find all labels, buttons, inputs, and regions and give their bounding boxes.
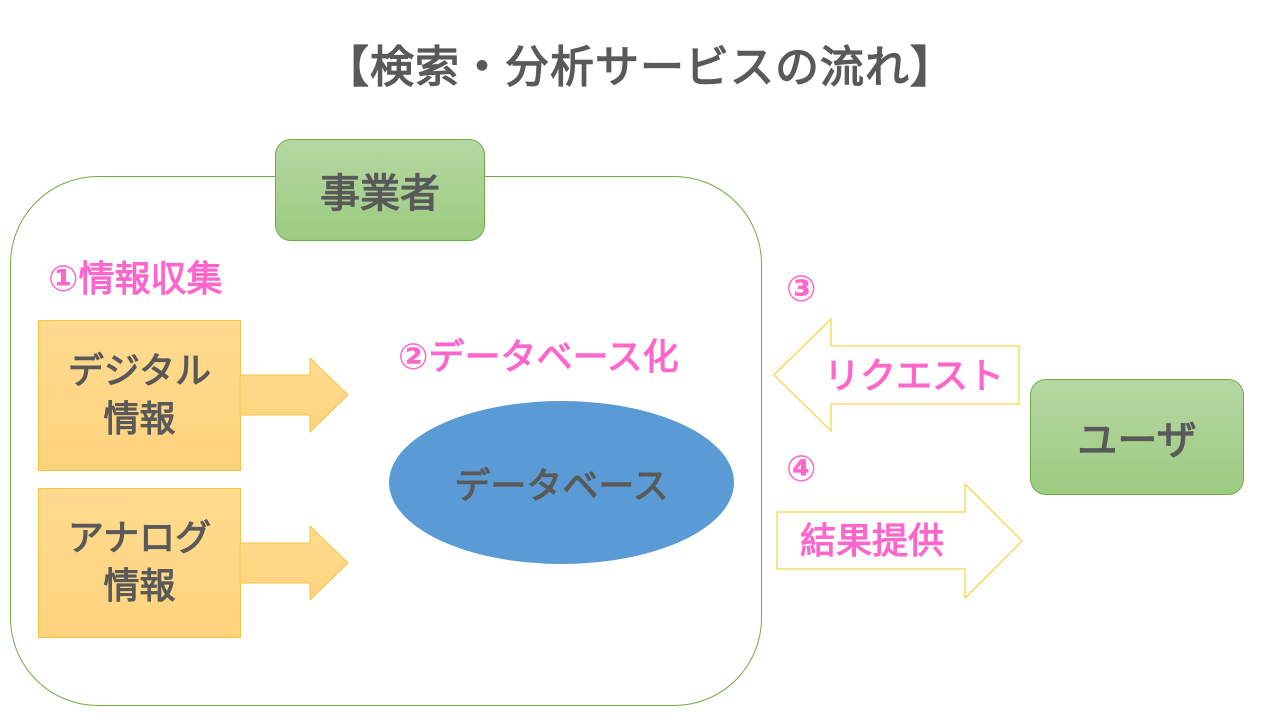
database-label: データベース: [454, 465, 669, 507]
database-ellipse: データベース: [389, 401, 734, 564]
step3-label: ③: [786, 269, 817, 310]
user-box: ユーザ: [1030, 379, 1244, 495]
step1-label: ①情報収集: [48, 259, 223, 300]
digital-info-line1: デジタル: [67, 350, 212, 392]
step2-label: ②データベース化: [398, 337, 679, 378]
request-label: リクエスト: [824, 356, 1005, 397]
result-label: 結果提供: [800, 521, 945, 562]
provider-box: 事業者: [275, 139, 485, 241]
provider-label: 事業者: [320, 171, 440, 217]
step4-label: ④: [786, 449, 817, 490]
analog-info-line1: アナログ: [67, 518, 212, 559]
analog-info-line2: 情報: [103, 566, 176, 607]
page-title: 【検索・分析サービスの流れ】: [325, 42, 955, 93]
digital-info-line2: 情報: [103, 398, 176, 440]
digital-info-box: デジタル 情報: [38, 320, 241, 471]
user-label: ユーザ: [1077, 418, 1197, 464]
analog-info-box: アナログ 情報: [38, 488, 241, 638]
